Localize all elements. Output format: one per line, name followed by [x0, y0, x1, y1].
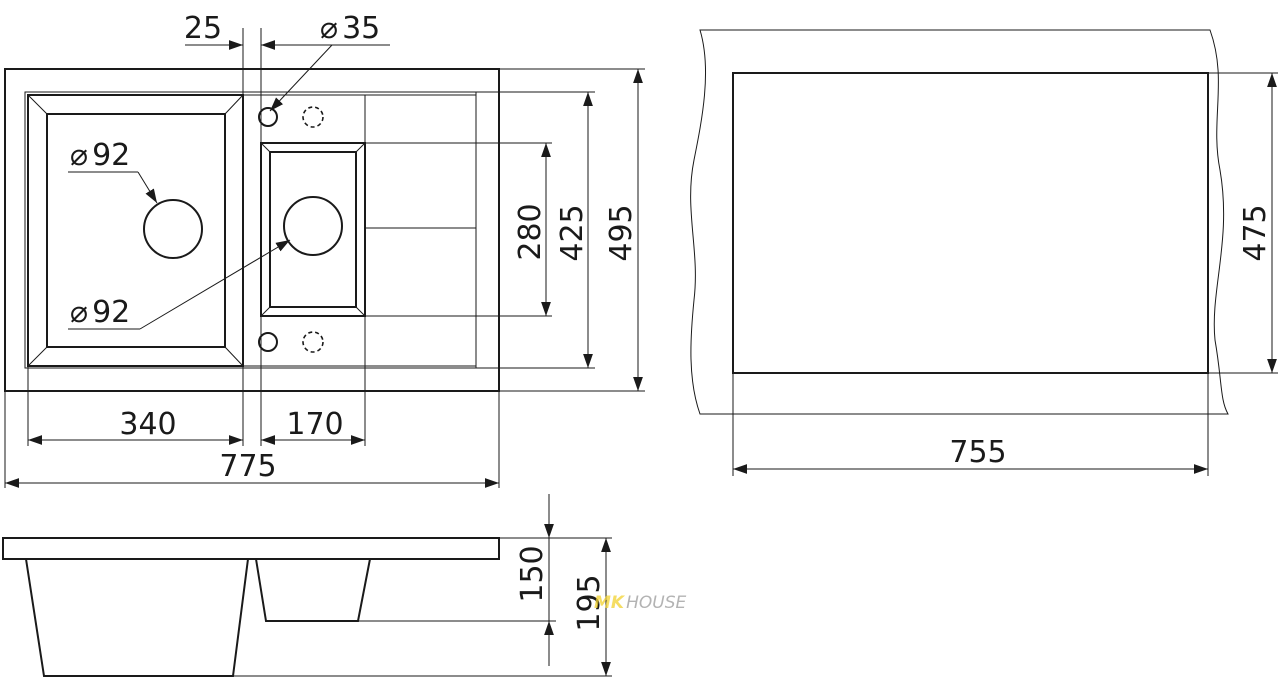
watermark-brand-b: HOUSE	[626, 593, 686, 613]
dim-label-dia92-main: ⌀92	[70, 138, 130, 173]
sink-outer-outline	[4, 68, 500, 392]
dim-label-340: 340	[119, 407, 176, 442]
countertop-outline	[690, 29, 1229, 415]
optional-tap-hole-bottom	[302, 331, 324, 353]
dim-label-775: 775	[219, 449, 276, 484]
small-drain-hole	[283, 196, 343, 256]
dim-label-170: 170	[286, 407, 343, 442]
main-bowl-section	[25, 558, 249, 677]
dim-label-755: 755	[949, 435, 1006, 470]
dim-label-425: 425	[555, 204, 590, 261]
dim-label-dia92-small: ⌀92	[70, 295, 130, 330]
diameter-symbol: ⌀	[320, 11, 338, 46]
section-view: 150 195	[2, 494, 612, 677]
dim-label-475: 475	[1238, 204, 1273, 261]
small-bowl	[260, 142, 366, 317]
cutout-rectangle	[732, 72, 1209, 374]
dim-label-495: 495	[604, 204, 639, 261]
tap-hole-top	[258, 107, 278, 127]
sink-deck-section	[2, 537, 500, 560]
watermark-brand-a: MK	[594, 593, 626, 613]
tap-hole-bottom	[258, 332, 278, 352]
drainboard	[243, 94, 476, 367]
optional-tap-hole-top	[302, 106, 324, 128]
dim-label-150: 150	[515, 545, 550, 602]
small-bowl-section	[255, 558, 371, 622]
dim-label-195: 195	[572, 574, 607, 631]
main-bowl	[27, 94, 244, 367]
plan-view: 25 ⌀35 ⌀92 ⌀92 340 170 775 280 425 495	[4, 11, 645, 488]
sink-inner-rim	[24, 91, 477, 369]
main-drain-hole	[143, 199, 203, 259]
dim-label-dia35: ⌀35	[320, 11, 380, 46]
dim-label-25: 25	[184, 11, 222, 46]
dim-label-280: 280	[513, 203, 548, 260]
cutout-view: 475 755	[690, 29, 1278, 476]
